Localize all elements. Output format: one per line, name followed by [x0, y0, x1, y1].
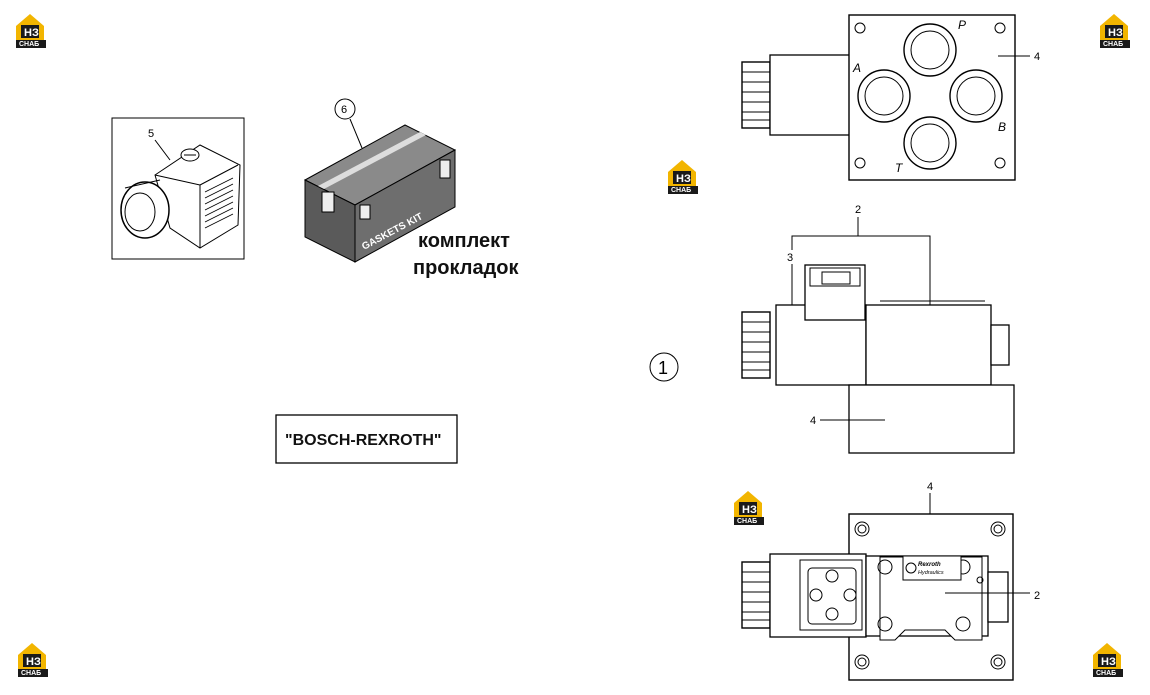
- svg-text:СНАБ: СНАБ: [21, 670, 41, 677]
- svg-text:НЗ: НЗ: [26, 656, 41, 668]
- port-t-label: T: [895, 161, 904, 175]
- logo-top-left: НЗ СНАБ: [16, 14, 46, 48]
- callout-5: 5: [148, 128, 154, 140]
- logo-bottom-right: НЗ СНАБ: [1093, 643, 1123, 677]
- logo-mark: НЗ: [24, 27, 39, 39]
- svg-text:СНАБ: СНАБ: [737, 518, 757, 525]
- callout-2-bottom: 2: [1034, 590, 1040, 602]
- callout-1-group: 1: [649, 352, 679, 382]
- port-p-label: P: [958, 18, 966, 32]
- callout-4-bottom: 4: [927, 481, 933, 493]
- brand-text: "BOSCH-REXROTH": [285, 432, 442, 449]
- brand-label: "BOSCH-REXROTH": [275, 414, 458, 464]
- callout-2-mid: 2: [855, 204, 861, 216]
- callout-6: 6: [341, 104, 347, 116]
- plate-rexroth: Rexroth: [918, 562, 941, 568]
- svg-text:НЗ: НЗ: [1101, 656, 1116, 668]
- logo-word: СНАБ: [19, 41, 39, 48]
- kit-caption-line2: прокладок: [413, 257, 520, 279]
- valve-side-view: 2 3 4: [741, 204, 1015, 454]
- kit-caption-line1: комплект: [418, 230, 510, 252]
- logo-lower: НЗ СНАБ: [734, 491, 764, 525]
- logo-mid: НЗ СНАБ: [668, 160, 698, 194]
- valve-top-view: P A B T 4: [741, 14, 1040, 181]
- svg-text:СНАБ: СНАБ: [671, 187, 691, 194]
- plate-hydraulics: Hydraulics: [918, 570, 944, 576]
- gaskets-kit-part6: 6 GASKETS KIT комплект прокладок: [303, 98, 520, 279]
- svg-text:НЗ: НЗ: [676, 173, 691, 185]
- valve-bottom-view: 4 Rexroth Hydraulics 2: [741, 481, 1040, 681]
- callout-4-top: 4: [1034, 51, 1040, 63]
- port-a-label: A: [852, 61, 861, 75]
- logo-bottom-left: НЗ СНАБ: [18, 643, 48, 677]
- svg-text:СНАБ: СНАБ: [1103, 41, 1123, 48]
- svg-text:СНАБ: СНАБ: [1096, 670, 1116, 677]
- logo-top-right: НЗ СНАБ: [1100, 14, 1130, 48]
- connector-plug-part5: 5: [111, 117, 245, 260]
- svg-text:НЗ: НЗ: [742, 504, 757, 516]
- callout-3: 3: [787, 252, 793, 264]
- svg-text:НЗ: НЗ: [1108, 27, 1123, 39]
- port-b-label: B: [998, 120, 1006, 134]
- callout-1: 1: [658, 358, 668, 378]
- callout-4-mid: 4: [810, 415, 816, 427]
